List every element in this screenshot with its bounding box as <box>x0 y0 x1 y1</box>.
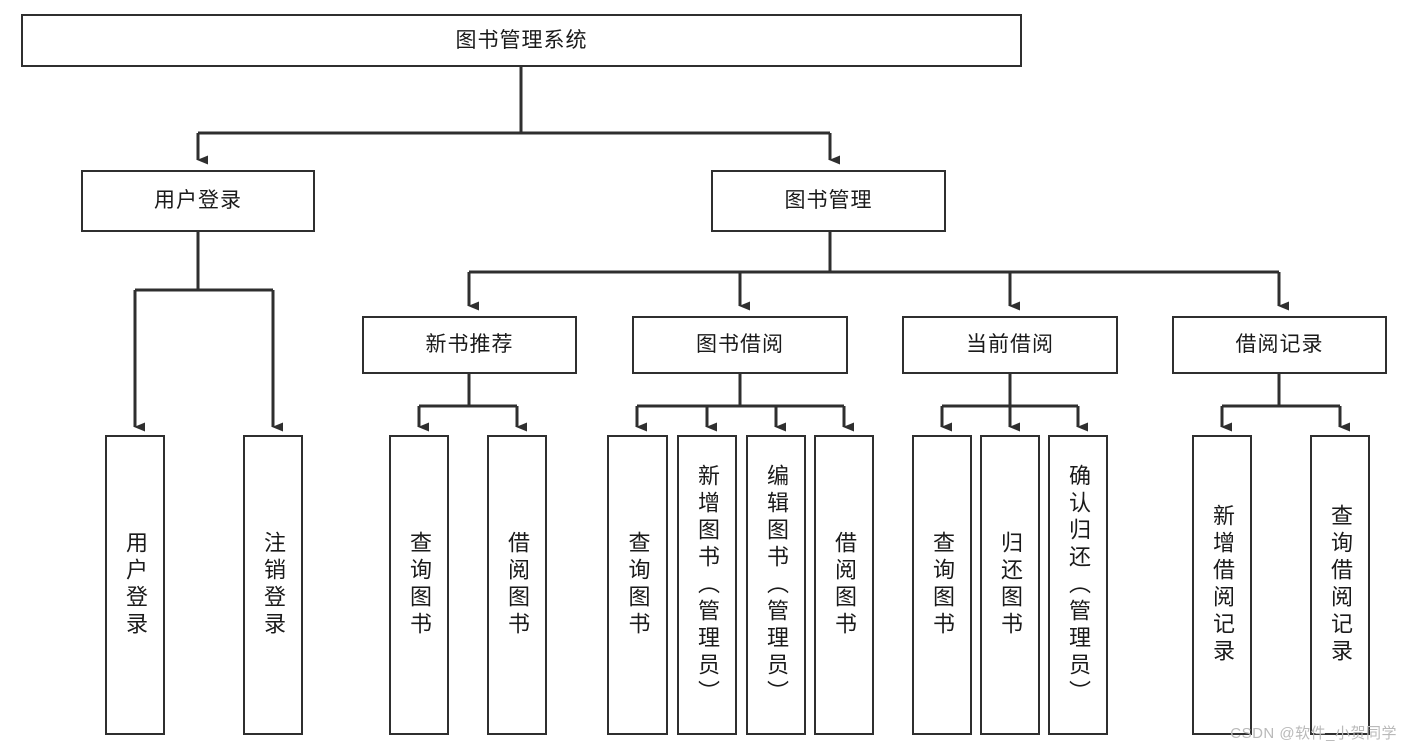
leaf-current-confirm-return[interactable]: 确认归还（管理员） <box>1048 435 1108 735</box>
node-new-book-recommend-label: 新书推荐 <box>425 333 514 357</box>
leaf-current-query-book[interactable]: 查询图书 <box>912 435 972 735</box>
leaf-record-query-record[interactable]: 查询借阅记录 <box>1310 435 1370 735</box>
leaf-current-confirm-return-label: 确认归还（管理员） <box>1066 463 1091 707</box>
node-borrow-record-label: 借阅记录 <box>1235 333 1324 357</box>
csdn-watermark: CSDN @软件_小贺同学 <box>1230 725 1397 742</box>
leaf-current-return-book-label: 归还图书 <box>998 531 1023 639</box>
node-root-system-label: 图书管理系统 <box>455 28 588 52</box>
node-user-login[interactable]: 用户登录 <box>81 170 315 232</box>
leaf-current-return-book[interactable]: 归还图书 <box>980 435 1040 735</box>
node-book-manage-label: 图书管理 <box>784 189 873 213</box>
leaf-borrow-borrow-book-label: 借阅图书 <box>832 531 857 639</box>
leaf-recommend-borrow-book[interactable]: 借阅图书 <box>487 435 547 735</box>
leaf-recommend-borrow-book-label: 借阅图书 <box>505 531 530 639</box>
node-borrow-record[interactable]: 借阅记录 <box>1172 316 1387 374</box>
leaf-login-logout-label: 注销登录 <box>261 531 286 639</box>
leaf-record-query-record-label: 查询借阅记录 <box>1328 504 1353 666</box>
leaf-login-user-login-label: 用户登录 <box>123 531 148 639</box>
node-root-system[interactable]: 图书管理系统 <box>21 14 1022 67</box>
leaf-record-add-record-label: 新增借阅记录 <box>1210 504 1235 666</box>
node-book-manage[interactable]: 图书管理 <box>711 170 946 232</box>
leaf-borrow-edit-book-label: 编辑图书（管理员） <box>764 463 789 707</box>
leaf-borrow-query-book[interactable]: 查询图书 <box>607 435 668 735</box>
leaf-borrow-edit-book[interactable]: 编辑图书（管理员） <box>746 435 806 735</box>
leaf-current-query-book-label: 查询图书 <box>930 531 955 639</box>
leaf-login-logout[interactable]: 注销登录 <box>243 435 303 735</box>
leaf-recommend-query-book-label: 查询图书 <box>407 531 432 639</box>
leaf-borrow-borrow-book[interactable]: 借阅图书 <box>814 435 874 735</box>
node-book-borrow[interactable]: 图书借阅 <box>632 316 848 374</box>
node-current-borrow[interactable]: 当前借阅 <box>902 316 1118 374</box>
leaf-recommend-query-book[interactable]: 查询图书 <box>389 435 449 735</box>
leaf-borrow-add-book[interactable]: 新增图书（管理员） <box>677 435 737 735</box>
node-book-borrow-label: 图书借阅 <box>696 333 784 357</box>
node-current-borrow-label: 当前借阅 <box>966 333 1054 357</box>
leaf-login-user-login[interactable]: 用户登录 <box>105 435 165 735</box>
leaf-borrow-add-book-label: 新增图书（管理员） <box>695 463 720 707</box>
node-new-book-recommend[interactable]: 新书推荐 <box>362 316 577 374</box>
leaf-borrow-query-book-label: 查询图书 <box>625 531 651 639</box>
node-user-login-label: 用户登录 <box>154 189 242 213</box>
leaf-record-add-record[interactable]: 新增借阅记录 <box>1192 435 1252 735</box>
